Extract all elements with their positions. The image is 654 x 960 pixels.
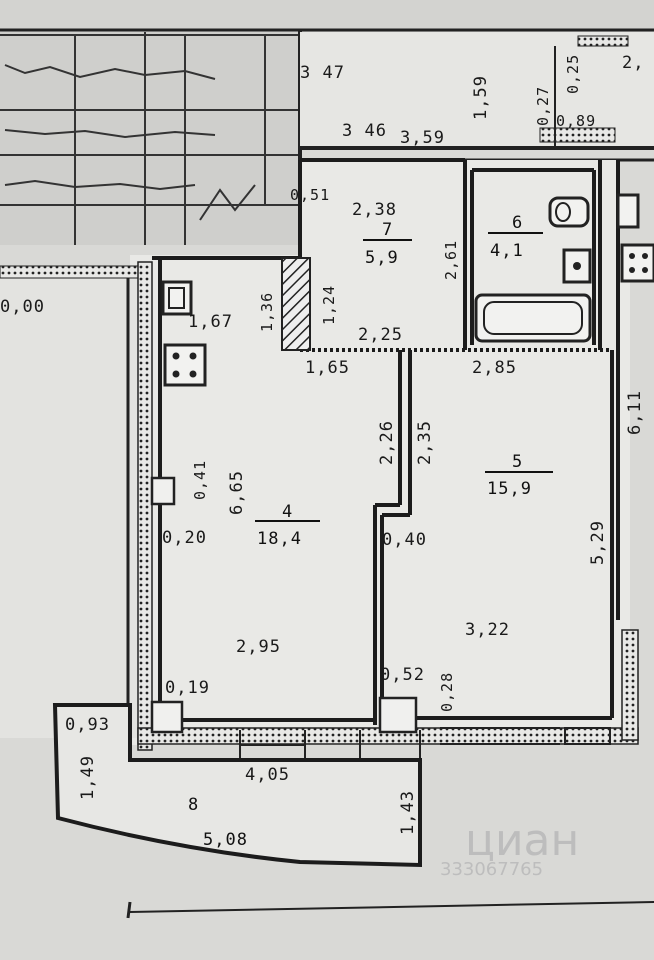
room-area: 18,4 (257, 529, 302, 549)
dim-label: 0,27 (534, 86, 552, 126)
ventilation-shaft (281, 257, 311, 351)
dim-label: 4,05 (245, 765, 290, 785)
dim-label: 1,59 (471, 75, 491, 120)
dim-label: 0,52 (380, 665, 425, 685)
dim-label: 2,35 (415, 420, 435, 465)
room-number: 7 (382, 220, 392, 240)
stove-icon (163, 343, 207, 387)
dim-label: 6,11 (625, 390, 645, 435)
toilet-icon (548, 196, 590, 228)
room-label-6: 6 4,1 (488, 213, 543, 261)
dim-label: 0,93 (65, 715, 110, 735)
axis-line-bottom (126, 901, 654, 919)
dim-label: 0,41 (191, 460, 209, 500)
column-block-bottom-mid (378, 696, 418, 734)
dim-label: 1,49 (78, 755, 98, 800)
room-area: 5,9 (365, 248, 399, 268)
dim-label: 2,61 (442, 240, 460, 280)
room-label-4: 4 18,4 (255, 502, 320, 549)
dim-label: 2, (622, 53, 644, 73)
dim-label: 2,95 (236, 637, 281, 657)
balcony-outline (52, 703, 422, 868)
dim-label: 0,20 (162, 528, 207, 548)
dim-label: 2,25 (358, 325, 403, 345)
exterior-walls (137, 261, 639, 751)
room-area: 4,1 (490, 241, 524, 261)
dim-label: 3 46 (342, 121, 387, 141)
dim-label: 1,36 (258, 292, 276, 332)
dim-label: 3 47 (300, 63, 345, 83)
dim-label: 1,24 (320, 285, 338, 325)
dim-label: 0,51 (290, 186, 330, 204)
neighbor-room-left (0, 265, 146, 740)
kitchen-sink-icon (161, 280, 193, 316)
dim-label: 6,65 (227, 470, 247, 515)
dim-label: 1,65 (305, 358, 350, 378)
room-number: 4 (282, 502, 292, 522)
dim-label: 0,19 (165, 678, 210, 698)
watermark-brand: циан (465, 815, 579, 866)
room-area: 15,9 (487, 479, 532, 499)
dim-label: 5,29 (588, 520, 608, 565)
room-label-5: 5 15,9 (485, 452, 553, 499)
dim-label: 1,67 (188, 312, 233, 332)
dim-label: 1,43 (398, 790, 418, 835)
room-label-7: 7 5,9 (363, 220, 412, 268)
watermark-id: 333067765 (440, 859, 543, 880)
neighbor-block-top-left (0, 0, 654, 260)
dim-label: 0,89 (556, 112, 596, 130)
dim-label: 0,00 (0, 297, 45, 317)
window-frames (239, 727, 611, 760)
washbasin-icon (562, 248, 592, 284)
room-number: 6 (512, 213, 522, 233)
dim-label: 3,59 (400, 128, 445, 148)
bathtub-icon (474, 293, 592, 343)
dim-label: 3,22 (465, 620, 510, 640)
dim-label: 2,38 (352, 200, 397, 220)
dimension-labels: 0,00 3 47 1,59 0,25 0,27 2, 0,89 3 46 3,… (0, 53, 645, 835)
room-area-8: 5,08 (203, 830, 248, 850)
column-block-left (150, 476, 176, 506)
dim-label: 2,85 (472, 358, 517, 378)
dim-label: 0,25 (564, 54, 582, 94)
room-number: 5 (512, 452, 522, 472)
dim-label: 0,40 (382, 530, 427, 550)
dim-label: 2,26 (377, 420, 397, 465)
room-number-8: 8 (188, 795, 198, 815)
dim-label: 0,28 (438, 672, 456, 712)
neighbor-fixtures-right (616, 193, 654, 283)
column-block-bottom-left (150, 700, 184, 734)
